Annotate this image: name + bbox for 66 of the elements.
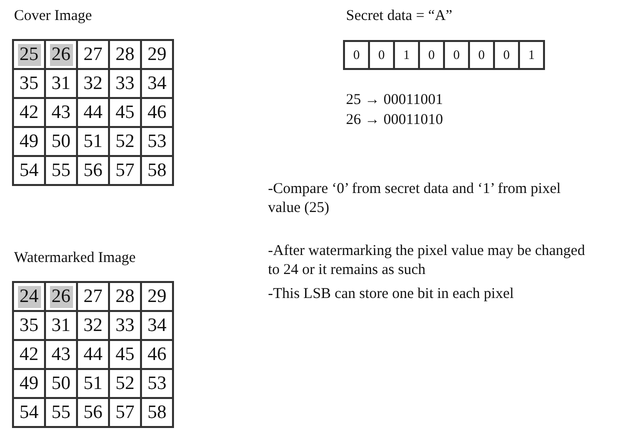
bit-value: 0	[453, 47, 460, 63]
pixel-value: 57	[114, 160, 136, 182]
bit-value: 0	[503, 47, 510, 63]
pixel-value: 35	[18, 314, 40, 336]
pixel-value: 24	[18, 286, 40, 308]
bit-value: 0	[428, 47, 435, 63]
note-text: -After watermarking the pixel value may be changed to 24 or it remains as such	[268, 242, 586, 280]
pixel-value: 35	[18, 72, 40, 94]
pixel-value: 27	[82, 286, 104, 308]
pixel-value: 45	[114, 344, 136, 366]
pixel-value: 25	[18, 44, 40, 66]
pixel-value: 27	[82, 44, 104, 66]
pixel-value: 31	[50, 314, 72, 336]
pixel-value: 28	[114, 286, 136, 308]
pixel-value: 32	[82, 314, 104, 336]
pixel-value: 56	[82, 160, 104, 182]
pixel-value: 58	[146, 402, 168, 424]
pixel-value: 32	[82, 72, 104, 94]
pixel-value: 33	[114, 72, 136, 94]
pixel-value: 49	[18, 372, 40, 394]
pixel-value: 26	[50, 44, 72, 66]
binary-conversion: 26 → 00011010	[346, 112, 443, 129]
pixel-value: 31	[50, 72, 72, 94]
pixel-value: 55	[50, 402, 72, 424]
pixel-value: 33	[114, 314, 136, 336]
pixel-value: 58	[146, 160, 168, 182]
pixel-value: 29	[146, 44, 168, 66]
pixel-value: 53	[146, 372, 168, 394]
bit-value: 0	[353, 47, 360, 63]
bit-value: 0	[378, 47, 385, 63]
pixel-value: 52	[114, 372, 136, 394]
bit-value: 0	[478, 47, 485, 63]
pixel-value: 44	[82, 344, 104, 366]
pixel-value: 34	[146, 72, 168, 94]
pixel-value: 57	[114, 402, 136, 424]
pixel-value: 54	[18, 160, 40, 182]
pixel-value: 28	[114, 44, 136, 66]
pixel-value: 44	[82, 102, 104, 124]
pixel-value: 51	[82, 130, 104, 152]
binary-conversion: 25 → 00011001	[346, 92, 443, 109]
pixel-value: 45	[114, 102, 136, 124]
note-text: -Compare ‘0’ from secret data and ‘1’ from pixel value (25)	[268, 180, 562, 218]
note-text: -This LSB can store one bit in each pixel	[268, 285, 515, 304]
pixel-value: 56	[82, 402, 104, 424]
pixel-value: 50	[50, 130, 72, 152]
pixel-value: 49	[18, 130, 40, 152]
heading: Watermarked Image	[14, 250, 136, 267]
pixel-value: 29	[146, 286, 168, 308]
pixel-value: 26	[50, 286, 72, 308]
heading: Cover Image	[14, 8, 92, 25]
pixel-value: 50	[50, 372, 72, 394]
pixel-value: 42	[18, 344, 40, 366]
pixel-value: 54	[18, 402, 40, 424]
heading: Secret data = “A”	[346, 8, 452, 25]
pixel-value: 53	[146, 130, 168, 152]
pixel-value: 52	[114, 130, 136, 152]
pixel-value: 46	[146, 102, 168, 124]
pixel-value: 42	[18, 102, 40, 124]
pixel-value: 46	[146, 344, 168, 366]
bit-value: 1	[528, 47, 535, 63]
bit-value: 1	[403, 47, 410, 63]
pixel-value: 55	[50, 160, 72, 182]
pixel-value: 43	[50, 344, 72, 366]
pixel-value: 51	[82, 372, 104, 394]
pixel-value: 34	[146, 314, 168, 336]
pixel-value: 43	[50, 102, 72, 124]
